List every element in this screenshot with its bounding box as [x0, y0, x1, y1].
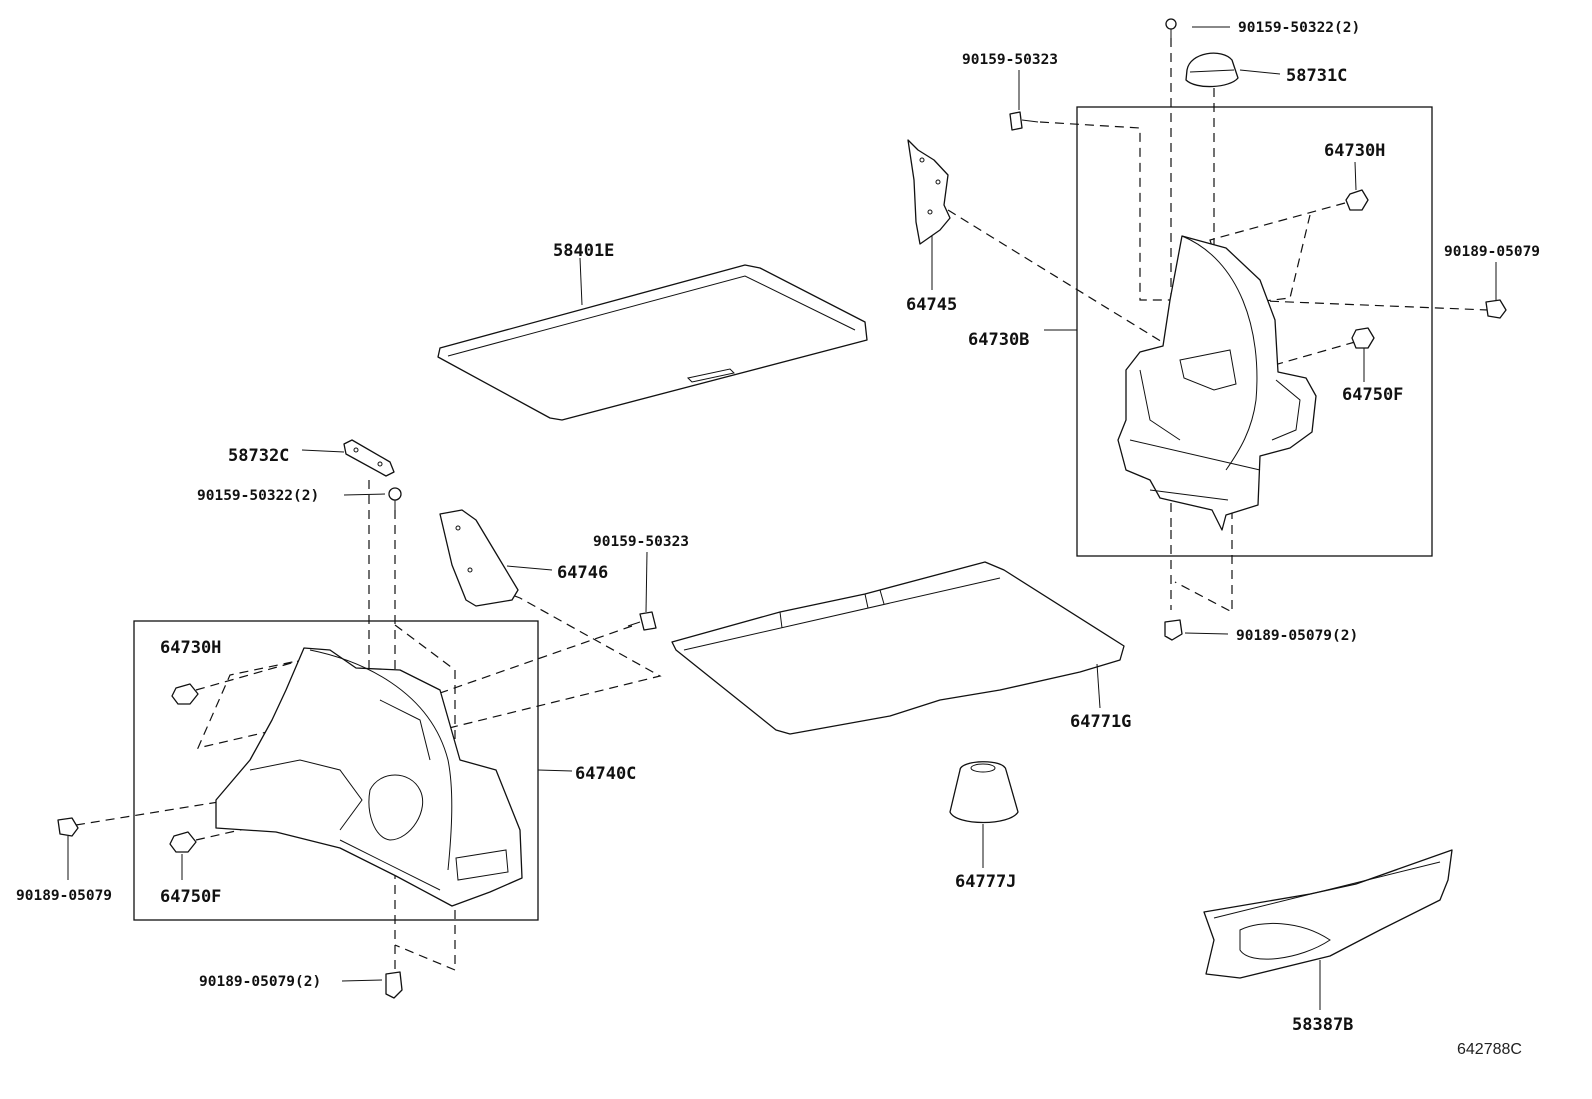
label-90189-05079-right: 90189-05079 [1444, 244, 1540, 260]
clip-90189-05079-2-right-icon [1164, 619, 1183, 641]
quarter-trim-64730B [1117, 235, 1317, 531]
right-quarter-trim-group-box [1076, 106, 1433, 557]
label-90189-05079-2-right: 90189-05079(2) [1236, 628, 1358, 644]
leader-lines [67, 26, 1497, 1010]
trim-piece-64745 [907, 139, 951, 245]
label-64746: 64746 [557, 563, 608, 583]
tonneau-board-58401E [437, 264, 868, 421]
luggage-mat-64771G [671, 561, 1125, 735]
label-64750F-right: 64750F [1342, 385, 1403, 405]
clip-90189-05079-left-icon [57, 817, 79, 837]
clip-64730H-left-icon [171, 683, 199, 705]
screw-top-right-icon [1165, 18, 1177, 44]
bracket-58732C [343, 439, 395, 477]
label-64740C: 64740C [575, 764, 636, 784]
label-64730H-left: 64730H [160, 638, 221, 658]
label-64730H-right: 64730H [1324, 141, 1385, 161]
label-90159-50322-top: 90159-50322(2) [1238, 20, 1360, 36]
label-64730B: 64730B [968, 330, 1029, 350]
screw-90159-50322-left-icon [388, 487, 402, 514]
clip-64750F-right-icon [1351, 327, 1375, 349]
label-58387B: 58387B [1292, 1015, 1353, 1035]
clip-64730H-right-icon [1345, 189, 1369, 211]
label-58732C: 58732C [228, 446, 289, 466]
cap-58731C [1185, 52, 1239, 88]
trim-piece-64746 [439, 509, 519, 607]
label-90159-50322-left: 90159-50322(2) [197, 488, 319, 504]
stopper-64777J [949, 761, 1019, 824]
screw-90159-50323-top-icon [1009, 111, 1039, 131]
label-90189-05079-left: 90189-05079 [16, 888, 112, 904]
clip-90189-05079-right-icon [1485, 299, 1507, 319]
part-labels: 90159-50322(2) 58731C 90159-50323 64730H… [16, 20, 1540, 1058]
clip-90189-05079-2-bottom-icon [385, 971, 403, 999]
quarter-trim-64740C [215, 647, 523, 907]
label-64777J: 64777J [955, 872, 1016, 892]
diagram-reference-number: 642788C [1457, 1041, 1522, 1058]
label-90189-05079-2-bottom: 90189-05079(2) [199, 974, 321, 990]
clip-64750F-left-icon [169, 831, 197, 853]
label-64745: 64745 [906, 295, 957, 315]
label-58731C: 58731C [1286, 66, 1347, 86]
screw-90159-50323-mid-icon [627, 611, 657, 631]
label-90159-50323-top: 90159-50323 [962, 52, 1058, 68]
label-90159-50323-mid: 90159-50323 [593, 534, 689, 550]
label-64750F-left: 64750F [160, 887, 221, 907]
label-58401E: 58401E [553, 241, 614, 261]
label-64771G: 64771G [1070, 712, 1131, 732]
sill-plate-58387B [1203, 849, 1453, 979]
